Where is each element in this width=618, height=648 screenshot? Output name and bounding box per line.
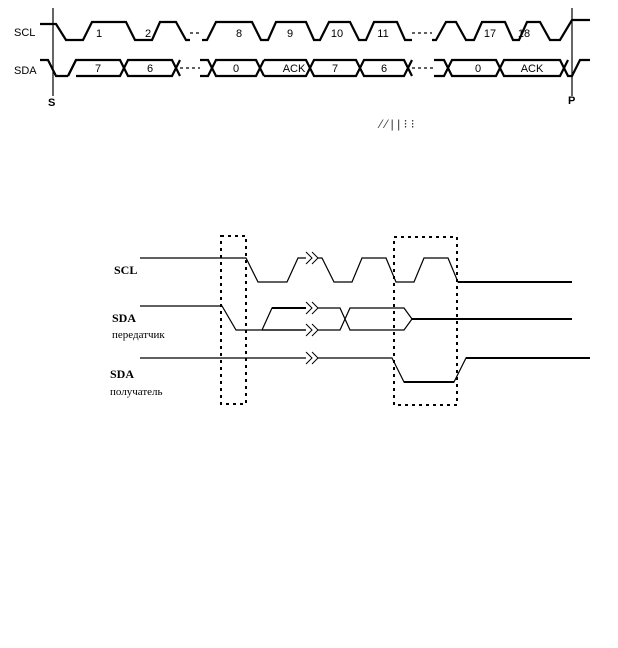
start-highlight-box <box>220 235 247 405</box>
sda-receiver-sublabel: получатель <box>110 386 163 398</box>
scl-waveform-seg2 <box>202 20 412 42</box>
sda-waveform <box>40 58 590 78</box>
scl-label: SCL <box>14 27 35 39</box>
sda-tx-waveform-c <box>318 307 413 331</box>
bottom-break-markers <box>305 251 319 365</box>
scl-pulse-9: 9 <box>287 28 293 40</box>
top-timing-diagram: SCL SDA S P 1 2 8 9 10 11 17 18 <box>14 8 590 131</box>
scl-pulse-1: 1 <box>96 28 102 40</box>
ack-highlight-box <box>393 236 458 406</box>
scl-waveform-seg1 <box>40 20 190 42</box>
scl-pulse-8: 8 <box>236 28 242 40</box>
sda-transmitter-label: SDA <box>112 311 136 325</box>
scl-pulse-10: 10 <box>331 28 343 40</box>
sda-cell-ack-a: ACK <box>283 63 306 75</box>
sda-cell-7b: 7 <box>332 63 338 75</box>
sda-label: SDA <box>14 65 37 77</box>
sda-cell-7a: 7 <box>95 63 101 75</box>
bottom-scl-waveform-b <box>318 257 572 283</box>
sda-cell-6a: 6 <box>147 63 153 75</box>
scl-waveform-seg3 <box>432 18 590 42</box>
sda-transmitter-sublabel: передатчик <box>112 329 165 341</box>
sda-cell-ack-b: ACK <box>521 63 544 75</box>
scl-break-glyph <box>305 251 319 265</box>
bottom-ack-timing-diagram: SCL SDA передатчик SDA получатель <box>110 235 590 406</box>
scl-pulse-18: 18 <box>518 28 530 40</box>
bottom-scl-waveform <box>140 257 306 283</box>
sda-tx-waveform <box>140 305 306 331</box>
scl-pulse-17: 17 <box>484 28 496 40</box>
scl-pulse-11: 11 <box>377 28 388 40</box>
caption-fragment: ⁄ ⁄ | | ⁝ ⁝ <box>377 117 415 131</box>
sda-cell-0b: 0 <box>475 63 481 75</box>
sda-rx-break-glyph <box>305 351 319 365</box>
sda-rx-waveform-b <box>318 357 590 383</box>
sda-cell-6b: 6 <box>381 63 387 75</box>
sda-receiver-label: SDA <box>110 367 134 381</box>
sda-cell-0a: 0 <box>233 63 239 75</box>
start-condition-label: S <box>48 97 55 109</box>
sda-tx-break-glyph-high <box>305 301 319 315</box>
sda-tx-break-glyph-low <box>305 323 319 337</box>
stop-condition-label: P <box>568 95 575 107</box>
bottom-scl-label: SCL <box>114 263 137 277</box>
scl-pulse-2: 2 <box>145 28 151 40</box>
